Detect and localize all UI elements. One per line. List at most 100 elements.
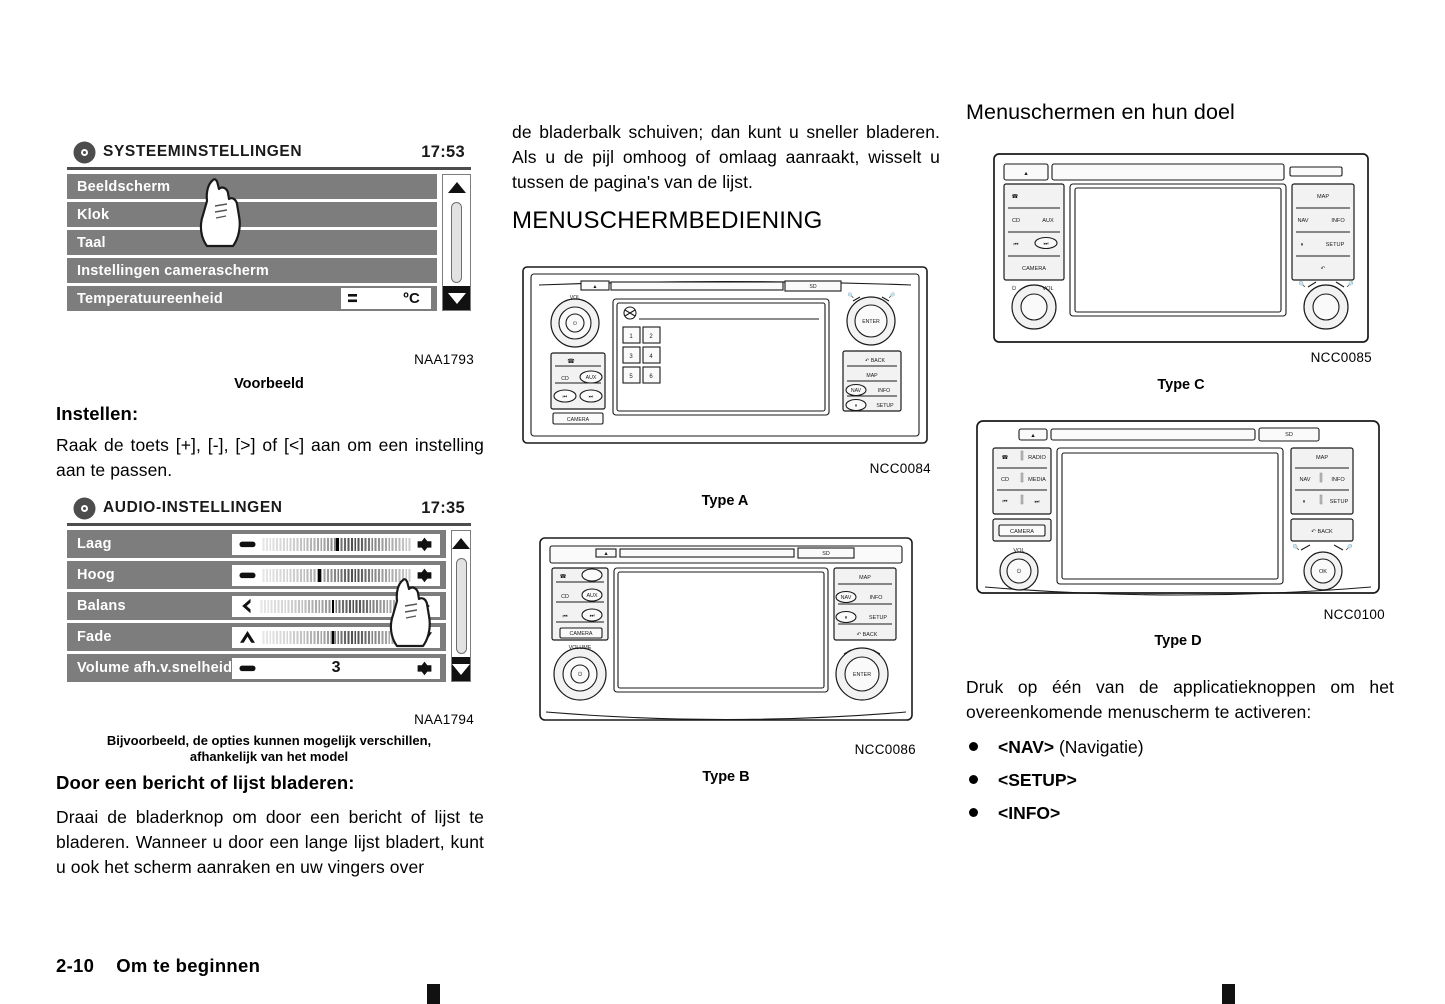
svg-text:INFO: INFO [878,388,890,394]
figure-caption: Bijvoorbeeld, de opties kunnen mogelijk … [64,733,474,765]
svg-text:⏭: ⏭ [1043,241,1048,247]
slider-thumb[interactable] [318,568,321,582]
triangle-down-icon [452,663,471,675]
figure-code: NAA1793 [414,352,474,367]
audio-settings-screen: AUDIO-INSTELLINGEN 17:35 Laag [64,493,474,698]
svg-text:🔎: 🔎 [889,291,896,299]
svg-text:🔍: 🔍 [848,291,855,299]
svg-text:2: 2 [649,334,653,340]
scrollbar[interactable] [442,174,471,311]
list-item-label: Klok [77,206,110,223]
scroll-up-button[interactable] [443,175,470,199]
svg-text:ENTER: ENTER [862,319,880,325]
plus-icon[interactable] [416,537,433,552]
list-item: <INFO> [966,801,1394,825]
svg-text:MEDIA: MEDIA [1028,477,1046,483]
svg-text:☎: ☎ [1012,193,1020,200]
triangle-down-icon [447,292,466,304]
svg-text:CD: CD [1001,477,1009,483]
figure-type-b: .bln { fill:none; stroke:#1a1a1a; stroke… [536,534,916,786]
fade-slider-control[interactable] [232,626,441,648]
svg-text:MAP: MAP [859,575,871,581]
svg-text:NAV: NAV [1297,218,1308,224]
scrollbar[interactable] [451,530,472,682]
list-item[interactable]: Klok [67,202,437,227]
svg-text:CAMERA: CAMERA [567,417,590,423]
list-item-label: Volume afh.v.snelheid [77,660,233,676]
svg-text:🔍: 🔍 [1299,280,1306,288]
list-item[interactable]: Instellingen camerascherm [67,258,437,283]
triangle-up-icon [452,537,471,549]
treble-slider-bar[interactable] [261,568,412,582]
list-item[interactable]: Fade [67,623,447,651]
gear-icon [75,498,94,518]
chevron-up-icon[interactable] [239,630,256,645]
list-item[interactable]: Volume afh.v.snelheid 3 [67,654,447,682]
list-item[interactable]: Balans [67,592,447,620]
list-item[interactable]: Laag [67,530,447,558]
temperature-unit-control[interactable]: ºC [341,288,431,309]
minus-icon[interactable] [239,538,256,551]
minus-icon[interactable] [239,662,256,675]
chevron-right-icon[interactable] [418,598,433,614]
svg-text:⏸: ⏸ [855,403,858,409]
bass-slider-bar[interactable] [261,537,412,551]
figure-code: NCC0100 [1323,607,1385,622]
scroll-down-button[interactable] [443,286,470,310]
system-settings-screen: SYSTEEMINSTELLINGEN 17:53 Beeldscherm Kl… [64,137,474,332]
svg-text:SD: SD [1285,432,1293,438]
balance-slider-bar[interactable] [259,599,414,613]
figure-caption: Type D [1154,633,1202,649]
speed-volume-value: 3 [331,659,341,676]
bullet-key: <INFO> [998,803,1061,823]
minus-icon[interactable] [239,569,256,582]
svg-text:RADIO: RADIO [1028,455,1046,461]
chevron-left-icon[interactable] [239,598,254,614]
scroll-track[interactable] [451,202,462,283]
screen-body: Beeldscherm Klok Taal Instellingen camer… [65,174,473,313]
balance-slider-control[interactable] [232,595,441,617]
screen-title: AUDIO-INSTELLINGEN [103,499,283,516]
chevron-down-icon[interactable] [416,630,433,645]
list-item[interactable]: Beeldscherm [67,174,437,199]
treble-slider-control[interactable] [232,564,441,586]
slider-thumb[interactable] [336,537,339,551]
screen-title-bar: AUDIO-INSTELLINGEN 17:35 [65,494,473,522]
gear-icon [75,142,94,162]
scroll-down-button[interactable] [452,657,471,681]
svg-text:🔎: 🔎 [1346,543,1353,551]
svg-text:VOL: VOL [1013,548,1024,554]
slider-thumb[interactable] [331,599,335,613]
bass-slider-control[interactable] [232,533,441,555]
list-item[interactable]: Temperatuureenheid ºC [67,286,437,311]
bullet-rest: (Navigatie) [1054,737,1144,757]
bullet-content: <SETUP> [998,768,1077,792]
fade-slider-bar[interactable] [261,630,412,644]
svg-text:SETUP: SETUP [1330,499,1349,505]
head-unit-type-d-illustration: .dln { fill:none; stroke:#1a1a1a; stroke… [976,420,1380,596]
title-divider [67,523,471,526]
svg-text:INFO: INFO [1331,477,1345,483]
speed-volume-stepper[interactable]: 3 [232,657,441,679]
list-item: <SETUP> [966,768,1394,792]
svg-text:⏻: ⏻ [1017,568,1022,575]
svg-text:🔎: 🔎 [1347,280,1354,288]
triangle-up-icon [447,181,466,193]
svg-text:↶: ↶ [1321,265,1326,272]
svg-text:OK: OK [1319,569,1327,575]
plus-icon[interactable] [416,568,433,583]
scroll-up-button[interactable] [452,531,471,555]
list-item-label: Balans [77,598,126,614]
bullet-content: <NAV> (Navigatie) [998,735,1144,759]
paragraph-druk: Druk op één van de applicatieknoppen om … [966,677,1394,722]
svg-text:⏭: ⏭ [590,613,595,619]
section-heading-menuschermen: Menuschermen en hun doel [966,100,1235,124]
list-item[interactable]: Taal [67,230,437,255]
slider-thumb[interactable] [331,630,335,644]
plus-icon[interactable] [416,661,433,676]
svg-text:⏮: ⏮ [1002,499,1007,505]
scroll-track[interactable] [455,558,467,654]
svg-text:⏭: ⏭ [589,394,594,400]
list-item[interactable]: Hoog [67,561,447,589]
svg-text:⏻: ⏻ [578,671,583,678]
